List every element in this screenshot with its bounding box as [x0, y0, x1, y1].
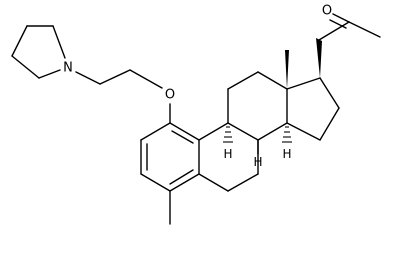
pyrrolidine-ring — [11, 25, 66, 79]
h9-hashed-bond — [223, 126, 233, 143]
ring-b — [198, 122, 259, 192]
ketone-oxygen-atom: O — [322, 4, 332, 19]
ethoxy-linker — [75, 69, 171, 124]
hydrogen-c14-label: H — [282, 147, 291, 161]
h14-hashed-bond — [282, 126, 292, 143]
c17-acetyl-wedge — [316, 38, 322, 78]
ring-d — [286, 77, 340, 141]
ring-c — [227, 71, 288, 141]
hydrogen-c9-label: H — [223, 147, 232, 161]
ether-oxygen-atom: O — [165, 88, 175, 103]
hydrogen-c8-label: H — [253, 155, 262, 169]
aromatic-ring-a — [140, 122, 200, 192]
nitrogen-atom: N — [63, 61, 73, 76]
c13-methyl-wedge — [285, 50, 289, 89]
acetyl-group — [318, 13, 381, 41]
